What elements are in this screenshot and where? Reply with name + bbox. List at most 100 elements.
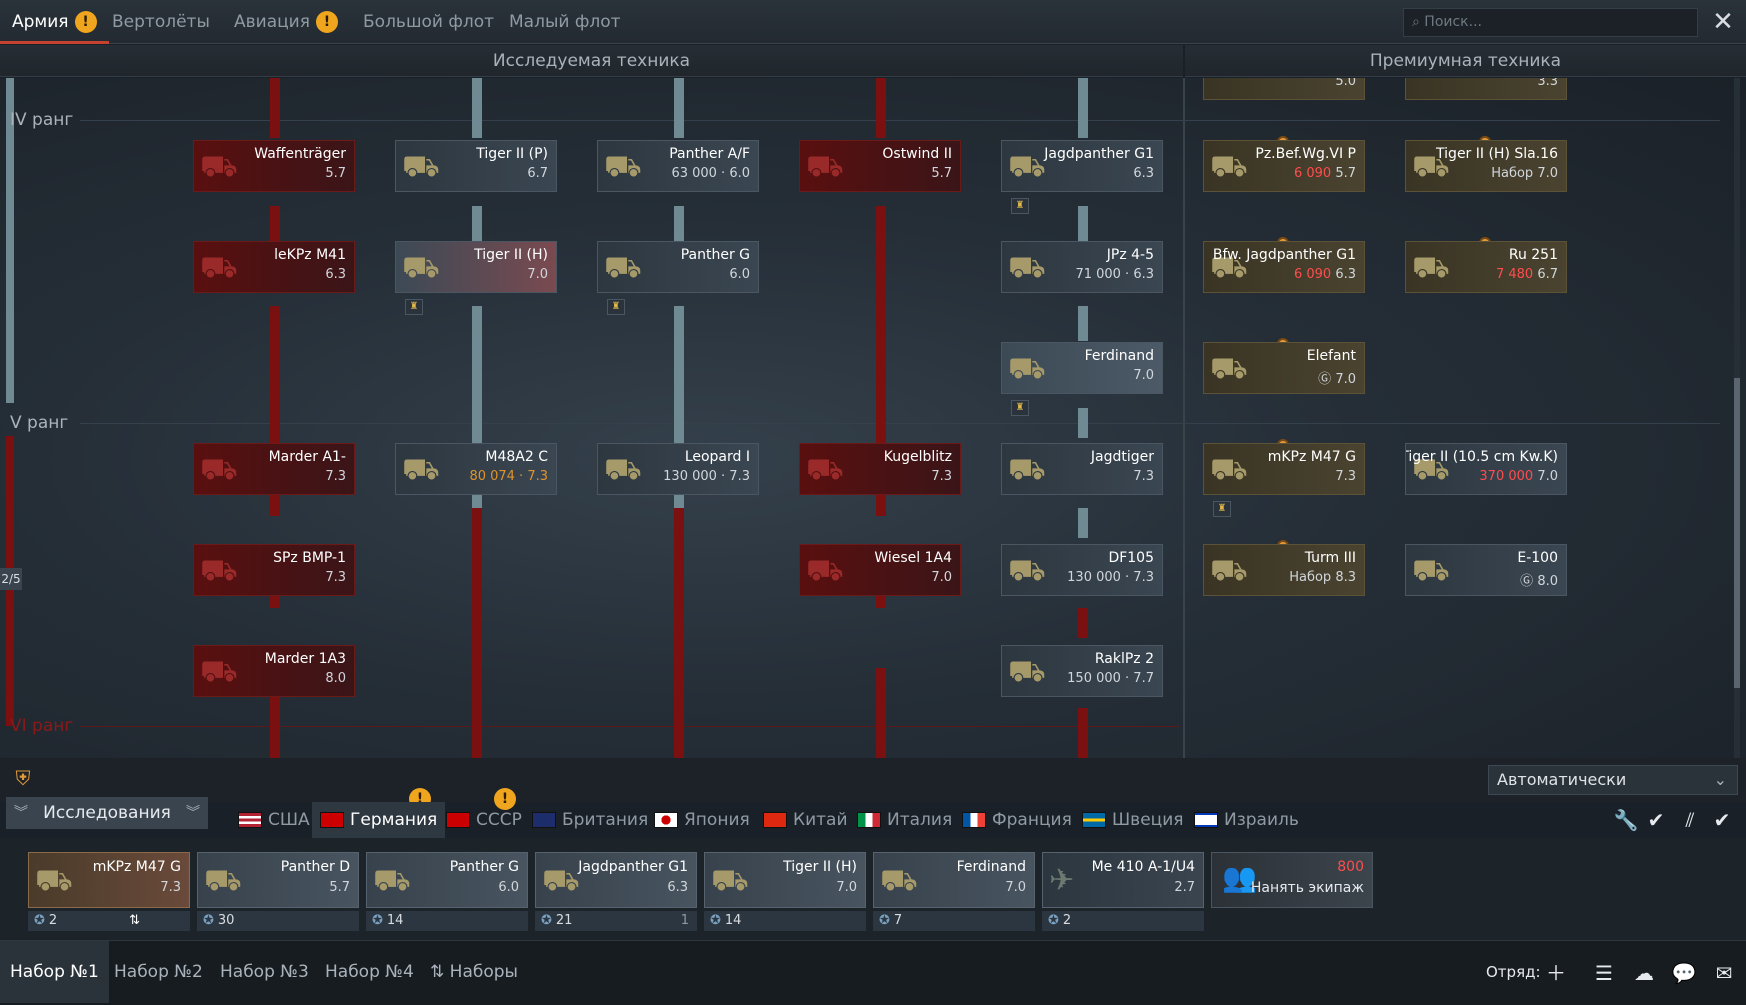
crew-slot-card[interactable]: ⛟ mKPz M47 G 7.3 bbox=[28, 852, 190, 908]
mail-icon[interactable]: ✉ bbox=[1715, 961, 1733, 985]
tank-icon: ⛟ bbox=[200, 553, 238, 588]
nation-tab-japan[interactable]: Япония bbox=[654, 802, 750, 838]
preset-tab-4[interactable]: Набор №4 bbox=[325, 962, 414, 982]
nation-tab-usa[interactable]: США bbox=[238, 802, 310, 838]
vehicle-card-spz-bmp1[interactable]: ⛟ SPz BMP-1 7.3 bbox=[193, 544, 355, 596]
wrench-icon[interactable]: 🔧 bbox=[1613, 808, 1639, 832]
nation-tab-germany[interactable]: Германия bbox=[312, 802, 446, 838]
vehicle-card-tiger2p[interactable]: ⛟ Tiger II (P) 6.7 bbox=[395, 140, 557, 192]
tree-connector bbox=[1078, 508, 1088, 538]
scrollbar-thumb[interactable] bbox=[1734, 378, 1740, 688]
tree-connector bbox=[876, 668, 886, 758]
crew-slot[interactable]: ⛟ Ferdinand 7.0 ✪7 bbox=[873, 852, 1035, 936]
tab-bluewater-fleet[interactable]: Большой флот bbox=[363, 12, 495, 32]
hire-crew-button[interactable]: 👥 800 Нанять экипаж bbox=[1211, 852, 1373, 908]
nation-tab-italy[interactable]: Италия bbox=[857, 802, 952, 838]
crew-slot[interactable]: ⛟ Panther G 6.0 ✪14 bbox=[366, 852, 528, 936]
preset-tab-1[interactable]: Набор №1 bbox=[0, 941, 109, 1003]
israel-flag-icon bbox=[1194, 812, 1218, 828]
vehicle-card-jagdpanther-g1[interactable]: ⛟ Jagdpanther G1 6.3 bbox=[1001, 140, 1163, 192]
chat-icon[interactable]: 💬 bbox=[1671, 961, 1697, 985]
list-icon[interactable]: ☰ bbox=[1595, 961, 1613, 985]
premium-card-mkpz-m47g[interactable]: ⛟ mKPz M47 G 7.3 bbox=[1203, 443, 1365, 495]
premium-card-tiger2-sla16[interactable]: ⛟ Tiger II (H) Sla.16 Набор 7.0 bbox=[1405, 140, 1567, 192]
presets-button[interactable]: ⇅ Наборы bbox=[430, 962, 518, 982]
crew-slot[interactable]: ⛟ Tiger II (H) 7.0 ✪14 bbox=[704, 852, 866, 936]
vehicle-card-marder-1a3[interactable]: ⛟ Marder 1A3 8.0 bbox=[193, 645, 355, 697]
vehicle-card-jagdtiger[interactable]: ⛟ Jagdtiger 7.3 bbox=[1001, 443, 1163, 495]
crew-star-icon: ✪ bbox=[203, 913, 214, 928]
swap-icon[interactable]: ⇅ bbox=[129, 913, 140, 928]
tank-icon: ⛟ bbox=[35, 863, 73, 898]
tab-aviation[interactable]: Авиация! bbox=[222, 0, 350, 44]
shield-warning-icon[interactable]: ⛨ bbox=[15, 766, 31, 790]
checkmark-icon[interactable]: ✔ bbox=[1647, 808, 1665, 832]
close-icon[interactable]: ✕ bbox=[1712, 7, 1734, 37]
plus-icon[interactable]: ＋ bbox=[1546, 961, 1566, 985]
checkmark-icon[interactable]: ✔ bbox=[1713, 808, 1731, 832]
tree-connector bbox=[1078, 708, 1088, 758]
tank-icon: ⛟ bbox=[604, 452, 642, 487]
tree-connector bbox=[674, 78, 684, 138]
vehicle-card-marder-a1[interactable]: ⛟ Marder A1- 7.3 bbox=[193, 443, 355, 495]
nation-tab-israel[interactable]: Израиль bbox=[1194, 802, 1299, 838]
search-input[interactable]: ⌕ Поиск... bbox=[1403, 8, 1698, 37]
vehicle-card-ferdinand[interactable]: ⛟ Ferdinand 7.0 bbox=[1001, 342, 1163, 394]
crew-slot[interactable]: ⛟ Jagdpanther G1 6.3 ✪21 1 bbox=[535, 852, 697, 936]
crew-slot-card[interactable]: ⛟ Jagdpanther G1 6.3 bbox=[535, 852, 697, 908]
tank-icon: ⛟ bbox=[1008, 553, 1046, 588]
nation-tab-sweden[interactable]: Швеция bbox=[1082, 802, 1184, 838]
tree-connector bbox=[270, 306, 280, 516]
crew-slot[interactable]: ⛟ mKPz M47 G 7.3 ✪2 ⇅ bbox=[28, 852, 190, 936]
premium-card-ru251[interactable]: ⛟ Ru 251 7 480 6.7 bbox=[1405, 241, 1567, 293]
nation-tab-uk[interactable]: Британия bbox=[532, 802, 648, 838]
vehicle-card-panther-g[interactable]: ⛟ Panther G 6.0 bbox=[597, 241, 759, 293]
vehicle-card-df105[interactable]: ⛟ DF105 130 000 · 7.3 bbox=[1001, 544, 1163, 596]
vehicle-card-ostwind2[interactable]: ⛟ Ostwind II 5.7 bbox=[799, 140, 961, 192]
nation-tab-ussr[interactable]: СССР bbox=[446, 802, 522, 838]
premium-header: Премиумная техника bbox=[1185, 45, 1746, 77]
premium-card-turm3[interactable]: ⛟ Turm III Набор 8.3 bbox=[1203, 544, 1365, 596]
friends-icon[interactable]: ☁ bbox=[1634, 961, 1654, 985]
crew-star-icon: ✪ bbox=[879, 913, 890, 928]
vehicle-card-waffentrager[interactable]: ⛟ Waffenträger 5.7 bbox=[193, 140, 355, 192]
vehicle-card-m48a2c[interactable]: ⛟ M48A2 C 80 074 · 7.3 bbox=[395, 443, 557, 495]
vehicle-card-partial[interactable]: 5.0 bbox=[1203, 78, 1365, 100]
double-arrows-icon[interactable]: ⫽ bbox=[1685, 808, 1695, 832]
crew-slot-card[interactable]: ✈ Me 410 A-1/U4 2.7 bbox=[1042, 852, 1204, 908]
preset-tab-3[interactable]: Набор №3 bbox=[220, 962, 309, 982]
vehicle-card-jpz45[interactable]: ⛟ JPz 4-5 71 000 · 6.3 bbox=[1001, 241, 1163, 293]
research-toggle[interactable]: ︾ Исследования ︾ bbox=[6, 797, 208, 829]
warning-icon: ! bbox=[74, 11, 97, 33]
premium-card-tiger2-105[interactable]: ⛟ Tiger II (10.5 cm Kw.K) 370 000 7.0 bbox=[1405, 443, 1567, 495]
auto-select-dropdown[interactable]: Автоматически ⌄ bbox=[1488, 765, 1738, 795]
vehicle-card-raklpz2[interactable]: ⛟ RaklPz 2 150 000 · 7.7 bbox=[1001, 645, 1163, 697]
premium-card-bfw-jagdpanther[interactable]: ⛟ Bfw. Jagdpanther G1 6 090 6.3 bbox=[1203, 241, 1365, 293]
crew-slot[interactable]: ⛟ Panther D 5.7 ✪30 bbox=[197, 852, 359, 936]
vehicle-card-wiesel[interactable]: ⛟ Wiesel 1A4 7.0 bbox=[799, 544, 961, 596]
tab-helicopters[interactable]: Вертолёты bbox=[112, 12, 210, 32]
italy-flag-icon bbox=[857, 812, 881, 828]
preset-tab-2[interactable]: Набор №2 bbox=[114, 962, 203, 982]
vehicle-card-tiger2h[interactable]: ⛟ Tiger II (H) 7.0 bbox=[395, 241, 557, 293]
crew-slot-card[interactable]: ⛟ Tiger II (H) 7.0 bbox=[704, 852, 866, 908]
vehicle-card-partial[interactable]: 3.3 bbox=[1405, 78, 1567, 100]
premium-card-e100[interactable]: ⛟ E-100 Ⓖ 8.0 bbox=[1405, 544, 1567, 596]
nation-tab-china[interactable]: Китай bbox=[763, 802, 848, 838]
premium-card-pzbefwg[interactable]: ⛟ Pz.Bef.Wg.VI P 6 090 5.7 bbox=[1203, 140, 1365, 192]
crew-slot-card[interactable]: ⛟ Panther D 5.7 bbox=[197, 852, 359, 908]
premium-card-elefant[interactable]: ⛟ Elefant Ⓖ 7.0 bbox=[1203, 342, 1365, 394]
tab-army[interactable]: Армия! bbox=[0, 0, 109, 44]
crew-star-icon: ✪ bbox=[372, 913, 383, 928]
vehicle-card-kugelblitz[interactable]: ⛟ Kugelblitz 7.3 bbox=[799, 443, 961, 495]
vehicle-card-leopard1[interactable]: ⛟ Leopard I 130 000 · 7.3 bbox=[597, 443, 759, 495]
nation-tab-france[interactable]: Франция bbox=[962, 802, 1072, 838]
tank-icon: ⛟ bbox=[402, 452, 440, 487]
crew-slot-card[interactable]: ⛟ Ferdinand 7.0 bbox=[873, 852, 1035, 908]
crew-slot[interactable]: ✈ Me 410 A-1/U4 2.7 ✪2 bbox=[1042, 852, 1204, 936]
vehicle-card-panther-af[interactable]: ⛟ Panther A/F 63 000 · 6.0 bbox=[597, 140, 759, 192]
vehicle-card-lekpz-m41[interactable]: ⛟ leKPz M41 6.3 bbox=[193, 241, 355, 293]
crew-slot-card[interactable]: ⛟ Panther G 6.0 bbox=[366, 852, 528, 908]
tech-tree[interactable]: 2/5 IV ранг V ранг VI ранг 5.0 3.3 ⛟ Waf… bbox=[0, 78, 1746, 758]
tab-coastal-fleet[interactable]: Малый флот bbox=[509, 12, 621, 32]
